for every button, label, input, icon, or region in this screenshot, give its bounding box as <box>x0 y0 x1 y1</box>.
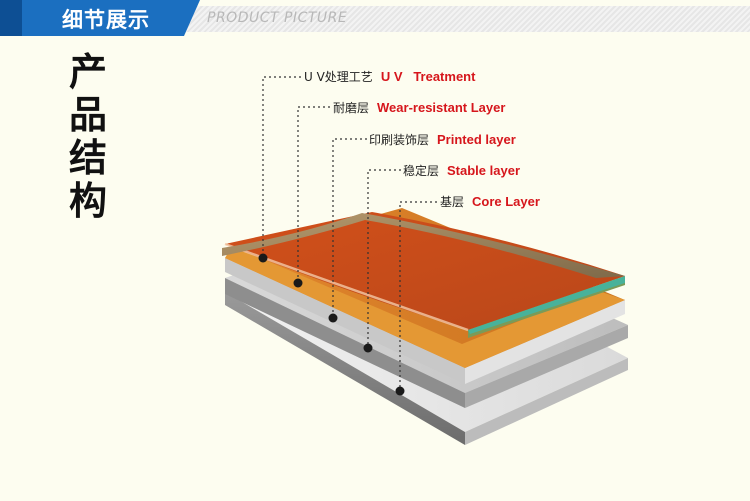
title-char: 产 <box>68 49 107 94</box>
label-uv-treatment: U V处理工艺 U V Treatment <box>304 68 475 85</box>
label-stable-layer: 稳定层 Stable layer <box>403 162 520 179</box>
label-cn: U V处理工艺 <box>304 70 373 84</box>
label-cn: 基层 <box>440 195 465 209</box>
header: 细节展示 PRODUCT PICTURE <box>0 0 750 38</box>
label-wear-resistant: 耐磨层 Wear-resistant Layer <box>333 99 505 116</box>
header-tab <box>0 0 200 36</box>
header-title: 细节展示 <box>62 8 150 32</box>
leader-lines <box>262 76 437 391</box>
label-printed-layer: 印刷装饰层 Printed layer <box>369 131 516 148</box>
label-core-layer: 基层 Core Layer <box>440 193 540 210</box>
leader-line-core <box>399 201 437 391</box>
leader-line-stable <box>367 169 401 348</box>
product-structure-title: 产 品 结 构 <box>68 50 108 222</box>
leader-line-wear <box>297 106 330 283</box>
anchor-dot <box>363 343 373 353</box>
anchor-dot <box>395 386 405 396</box>
label-en: Stable layer <box>447 163 521 178</box>
label-en: Wear-resistant Layer <box>377 100 506 115</box>
anchor-dots <box>258 253 405 396</box>
anchor-dot <box>328 313 338 323</box>
header-subtitle: PRODUCT PICTURE <box>207 10 348 26</box>
anchor-dot <box>293 278 303 288</box>
header-tab-accent <box>0 0 22 36</box>
label-cn: 耐磨层 <box>333 101 370 115</box>
label-en: Printed layer <box>437 132 516 147</box>
anchor-dot <box>258 253 268 263</box>
label-en: Core Layer <box>472 194 540 209</box>
uv-layer-shape <box>222 213 625 334</box>
leader-line-printed <box>332 138 367 318</box>
title-char: 构 <box>68 178 107 223</box>
label-cn: 印刷装饰层 <box>369 133 430 147</box>
title-char: 品 <box>68 92 107 137</box>
title-char: 结 <box>68 135 107 180</box>
label-en: U V Treatment <box>380 69 476 84</box>
label-cn: 稳定层 <box>403 164 440 178</box>
